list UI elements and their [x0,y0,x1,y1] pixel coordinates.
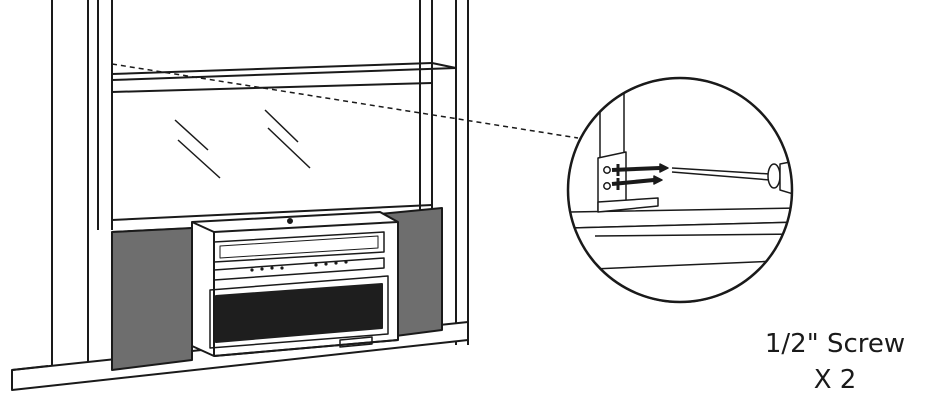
screw-2 [611,175,663,190]
air-grille [215,283,383,343]
left-side-panel [111,227,193,371]
control-buttons [250,260,348,272]
screwdriver [671,159,792,197]
quantity-label: X 2 [813,365,857,395]
screw [611,163,669,176]
glass-reflection [174,109,311,179]
magnifier-circle [566,76,794,304]
part-label: 1/2" Screw [764,329,906,359]
screw-callout: 1/2" Screw X 2 [740,326,930,398]
leader-line [111,63,579,139]
